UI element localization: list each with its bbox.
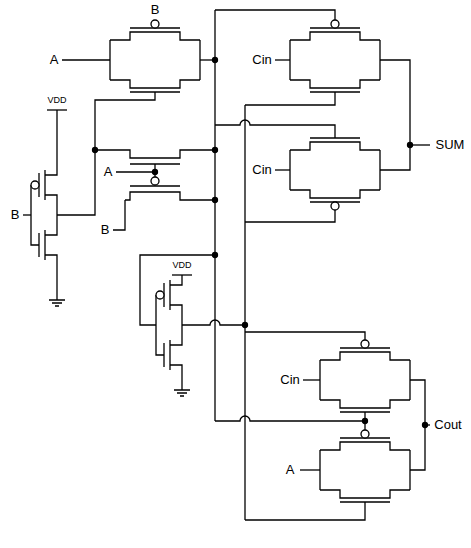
signal-label: A: [49, 53, 60, 67]
junction-dot: [213, 198, 218, 203]
wire: [174, 390, 190, 396]
junction-dot: [153, 170, 158, 175]
wire: [31, 185, 39, 245]
wire: [57, 92, 155, 215]
wire: [215, 10, 335, 20]
wire: [172, 274, 192, 275]
wire: [215, 120, 335, 138]
wire: [245, 332, 365, 340]
inversion-bubble: [156, 291, 164, 299]
wire: [45, 255, 57, 300]
wire: [320, 352, 410, 360]
wire: [47, 109, 67, 110]
wire: [110, 80, 200, 88]
signal-label: Cin: [251, 53, 273, 67]
signal-label: Cin: [279, 373, 301, 387]
signal-label: Cout: [433, 418, 462, 432]
wire: [244, 105, 245, 520]
wire: [49, 300, 65, 306]
inversion-bubble: [361, 340, 369, 348]
wire: [215, 416, 365, 421]
signal-label: Cin: [251, 163, 273, 177]
wire: [290, 142, 380, 150]
wire: [275, 169, 290, 170]
junction-dot: [213, 148, 218, 153]
wire: [275, 59, 290, 60]
signal-label: A: [285, 463, 296, 477]
inversion-bubble: [331, 20, 339, 28]
wire: [290, 80, 380, 88]
wire: [380, 60, 410, 170]
junction-dot: [423, 423, 428, 428]
wire: [23, 214, 31, 215]
inversion-bubble: [331, 202, 339, 210]
junction-dot: [408, 143, 413, 148]
wire: [170, 275, 182, 285]
signal-label: VDD: [46, 96, 67, 106]
wire: [140, 255, 215, 325]
wire: [320, 400, 410, 408]
wire: [62, 59, 110, 60]
wire: [290, 32, 380, 40]
inversion-bubble: [151, 20, 159, 28]
wire: [303, 379, 320, 380]
inversion-bubble: [361, 430, 369, 438]
wire: [45, 195, 57, 235]
junction-dot: [213, 253, 218, 258]
wire: [125, 192, 215, 200]
wire: [163, 343, 164, 367]
wire: [300, 469, 320, 470]
wire: [290, 190, 380, 198]
wire: [45, 110, 57, 175]
wire: [320, 490, 410, 498]
circuit-wiring: [23, 10, 430, 520]
wire: [95, 150, 215, 158]
wire: [245, 92, 335, 105]
junction-dot: [93, 148, 98, 153]
wire: [170, 365, 182, 390]
wire: [170, 305, 182, 345]
wire: [116, 171, 155, 172]
signal-label: B: [10, 208, 21, 222]
wire: [156, 295, 164, 355]
signal-label: A: [103, 165, 114, 179]
junction-dot: [363, 419, 368, 424]
junction-dot: [213, 58, 218, 63]
signal-label: SUM: [435, 138, 466, 152]
inversion-bubble: [31, 181, 39, 189]
wire: [320, 442, 410, 450]
inversion-bubble: [151, 177, 159, 185]
wire: [245, 210, 335, 222]
wire: [110, 32, 200, 40]
wire: [214, 10, 215, 421]
signal-label: B: [100, 223, 111, 237]
wire: [182, 320, 245, 325]
wire: [245, 502, 365, 520]
wire: [113, 200, 125, 230]
wire: [38, 233, 39, 257]
signal-label: B: [150, 3, 161, 17]
junction-dot: [243, 323, 248, 328]
signal-label: VDD: [171, 261, 192, 271]
